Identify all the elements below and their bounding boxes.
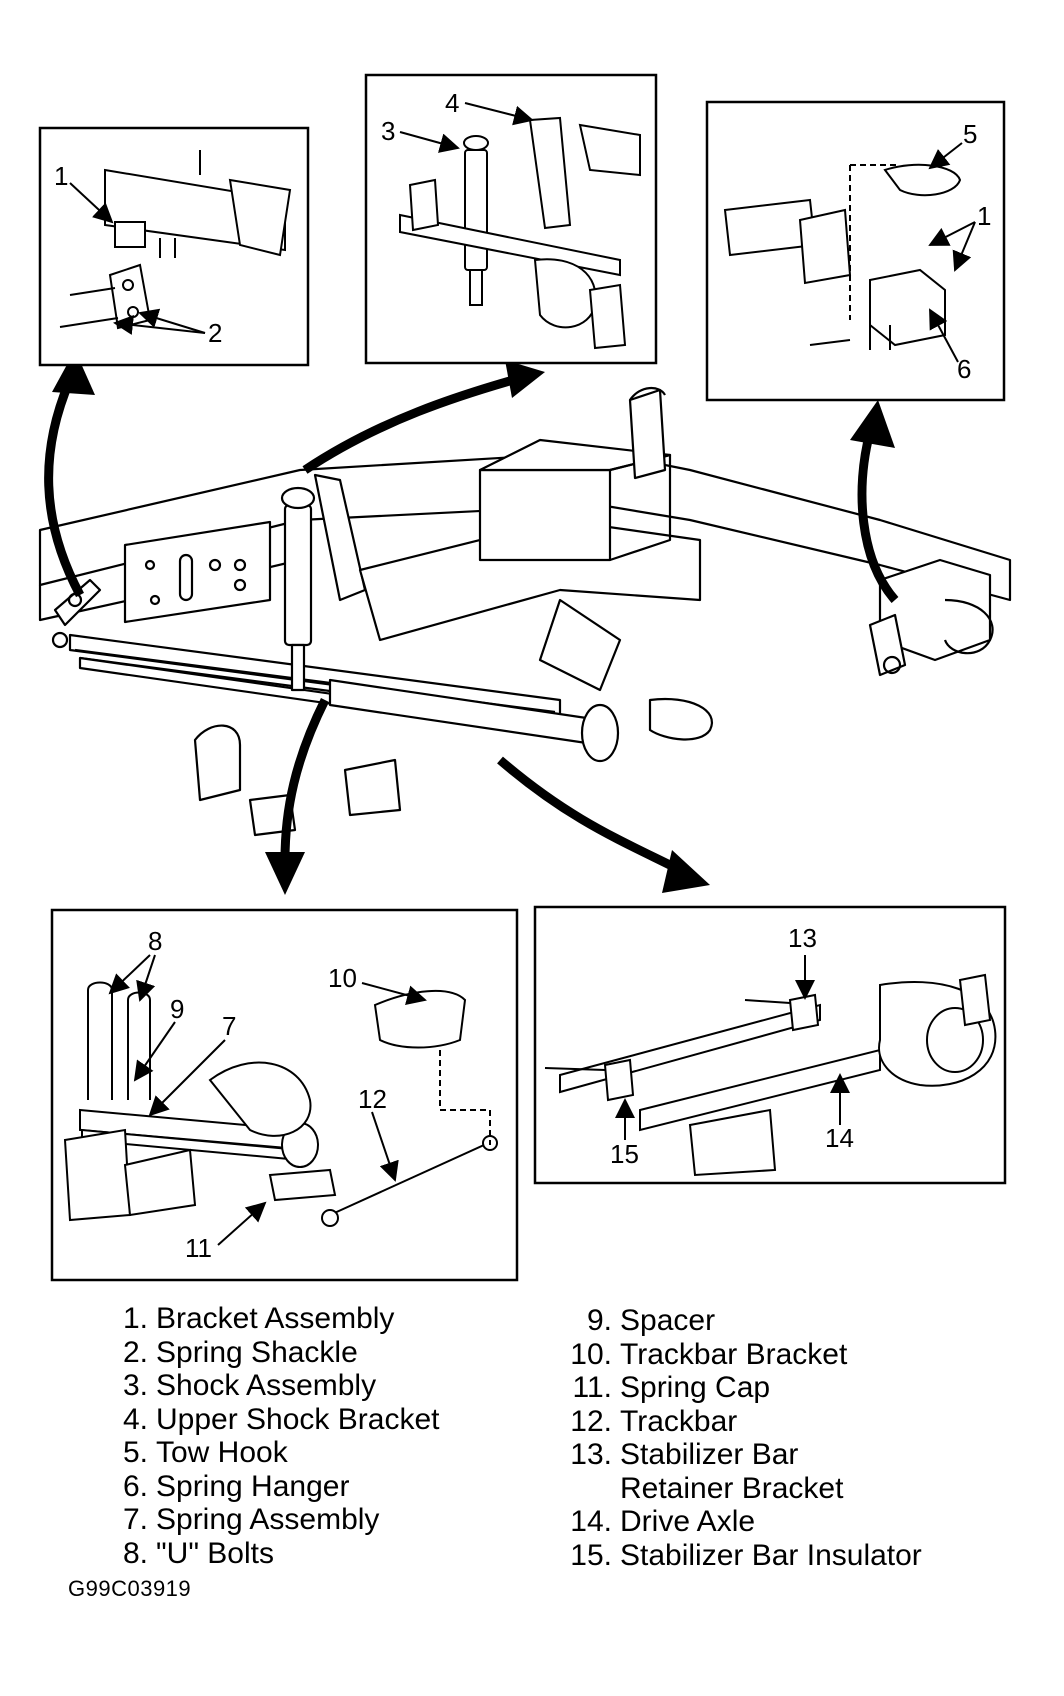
callout-15: 15	[610, 1139, 639, 1169]
figure-code: G99C03919	[68, 1576, 192, 1601]
callout-11: 11	[185, 1233, 212, 1263]
legend-item-14: 14.Drive Axle	[570, 1505, 756, 1538]
callout-9: 9	[170, 994, 184, 1024]
legend-item-3: 3.Shock Assembly	[122, 1369, 377, 1402]
legend-item-15: 15.Stabilizer Bar Insulator	[570, 1538, 922, 1572]
callout-4: 4	[445, 88, 459, 118]
callout-10: 10	[328, 963, 357, 993]
legend-left-column: 1.Bracket Assembly 2.Spring Shackle 3.Sh…	[108, 1302, 440, 1570]
callout-1-left: 1	[54, 161, 68, 191]
callout-14: 14	[825, 1123, 854, 1153]
legend-item-6: 6.Spring Hanger	[122, 1469, 350, 1503]
legend-item-5: 5.Tow Hook	[122, 1436, 288, 1469]
legend-right-column: 9.Spacer 10.Trackbar Bracket 11.Spring C…	[562, 1304, 922, 1572]
suspension-exploded-diagram: 1 2 3 4	[38, 73, 1012, 1282]
detail-box-stabilizer-axle: 13 14 15	[533, 905, 1007, 1185]
callout-12: 12	[358, 1084, 387, 1114]
legend-item-4: 4.Upper Shock Bracket	[122, 1402, 440, 1436]
legend-item-10: 10.Trackbar Bracket	[570, 1337, 848, 1371]
callout-1-right: 1	[977, 201, 991, 231]
callout-6: 6	[957, 354, 971, 384]
detail-box-tow-hook-hanger: 5 1 6	[705, 100, 1006, 402]
frame-assembly-drawing	[38, 387, 1012, 837]
legend-item-12: 12.Trackbar	[570, 1404, 738, 1438]
callout-3: 3	[381, 116, 395, 146]
legend-item-9: 9.Spacer	[586, 1304, 716, 1337]
legend-item-1: 1.Bracket Assembly	[122, 1302, 395, 1335]
legend-item-2: 2.Spring Shackle	[122, 1335, 358, 1369]
legend-item-13: 13.Stabilizer Bar	[570, 1438, 799, 1471]
callout-13: 13	[788, 923, 817, 953]
callout-8: 8	[148, 926, 162, 956]
legend-item-8: 8."U" Bolts	[122, 1536, 274, 1570]
callout-5: 5	[963, 119, 977, 149]
legend-item-13-continued: 00.Retainer Bracket	[620, 1471, 844, 1505]
callout-2: 2	[208, 318, 222, 348]
detail-callout-arrows	[44, 350, 899, 895]
callout-7: 7	[222, 1011, 236, 1041]
detail-box-spring-trackbar: 8 9 7 10 12 11	[50, 908, 519, 1282]
legend-item-11: 11.Spring Cap	[572, 1371, 771, 1404]
detail-box-shock: 3 4	[364, 73, 658, 365]
legend-item-7: 7.Spring Assembly	[122, 1503, 380, 1536]
detail-box-bracket-shackle: 1 2	[38, 126, 310, 367]
